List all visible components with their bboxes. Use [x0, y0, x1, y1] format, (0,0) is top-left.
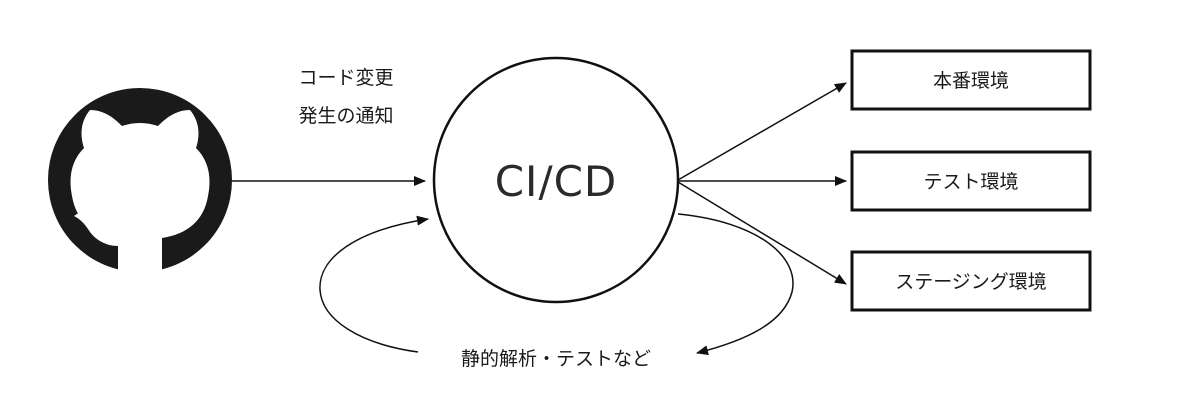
target-label-test: テスト環境: [923, 171, 1018, 193]
target-box-staging: ステージング環境: [850, 250, 1092, 312]
loop-arrow-left: [319, 215, 429, 353]
loop-arrow-right: [677, 213, 794, 356]
notify-label-line2: 発生の通知: [298, 105, 393, 127]
target-label-staging: ステージング環境: [895, 271, 1047, 293]
loop-label: 静的解析・テストなど: [461, 348, 651, 370]
github-octocat-icon: [48, 88, 232, 272]
cicd-hub-label: CI/CD: [495, 157, 618, 206]
notify-label-line1: コード変更: [298, 67, 393, 89]
deploy-arrow-staging: [677, 181, 847, 285]
deploy-arrow-prod: [677, 82, 847, 181]
target-box-test: テスト環境: [850, 150, 1092, 212]
target-box-production: 本番環境: [850, 49, 1092, 111]
target-label-production: 本番環境: [933, 70, 1009, 92]
